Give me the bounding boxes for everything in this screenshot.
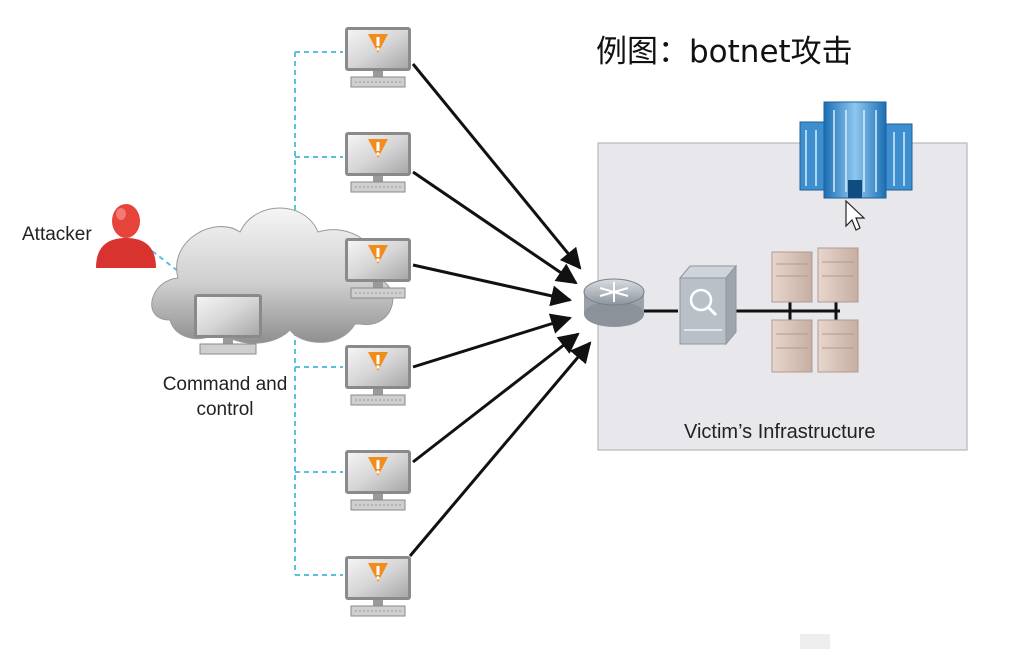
firewall-icon [678, 264, 738, 346]
victim-infrastructure-label: Victim’s Infrastructure [684, 421, 876, 443]
router-icon [583, 278, 645, 327]
command-and-control-computer-icon [194, 294, 262, 355]
bot-computer-5 [344, 449, 412, 511]
attacker-person-icon [96, 204, 156, 268]
bot-computer-3 [344, 237, 412, 299]
bot-computer-6 [344, 555, 412, 617]
command-and-control-label: Command and control [162, 374, 288, 420]
server-icon [771, 251, 813, 303]
victim-network-links [644, 302, 840, 320]
bot-computer-1 [344, 26, 412, 88]
attack-arrows [408, 63, 592, 557]
attacker-label: Attacker [22, 224, 92, 245]
page-title: 例图：botnet攻击 [596, 34, 853, 70]
server-icon [817, 247, 859, 303]
server-cluster-icon [771, 247, 859, 373]
bot-computer-4 [344, 344, 412, 406]
building-icon [799, 101, 913, 199]
bot-computer-2 [344, 131, 412, 193]
bottom-artifact [800, 634, 830, 649]
server-icon [771, 319, 813, 373]
server-icon [817, 319, 859, 373]
mouse-cursor-icon [845, 199, 866, 231]
